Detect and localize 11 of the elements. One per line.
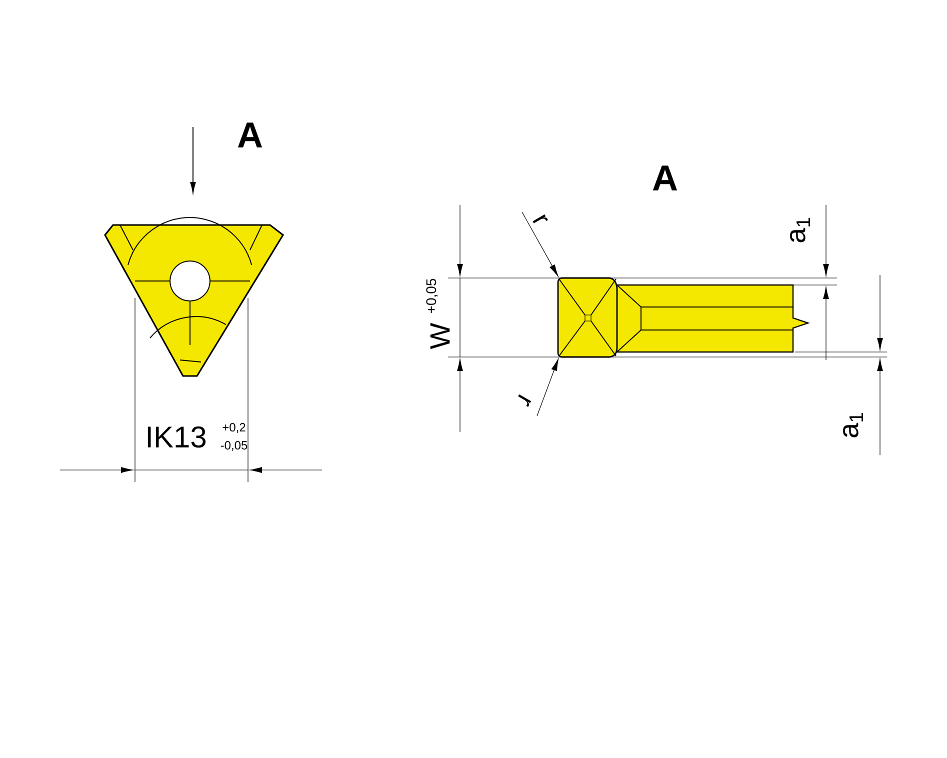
dimension-label: a$_{1}$ xyxy=(843,412,863,438)
dimension-label: r xyxy=(532,214,548,224)
dimension-label: -0,05 xyxy=(220,441,248,451)
dimension-label: +0,2 xyxy=(222,423,246,433)
dimension-label: W xyxy=(430,322,450,350)
dimension-label: a$_{1}$ xyxy=(790,218,810,242)
dimension-label: A xyxy=(652,166,678,190)
dimension-label: IK13 xyxy=(148,426,206,448)
dimension-label: r xyxy=(518,394,532,407)
dimension-label: A xyxy=(238,122,262,148)
dimension-label: +0,05 xyxy=(426,278,438,314)
